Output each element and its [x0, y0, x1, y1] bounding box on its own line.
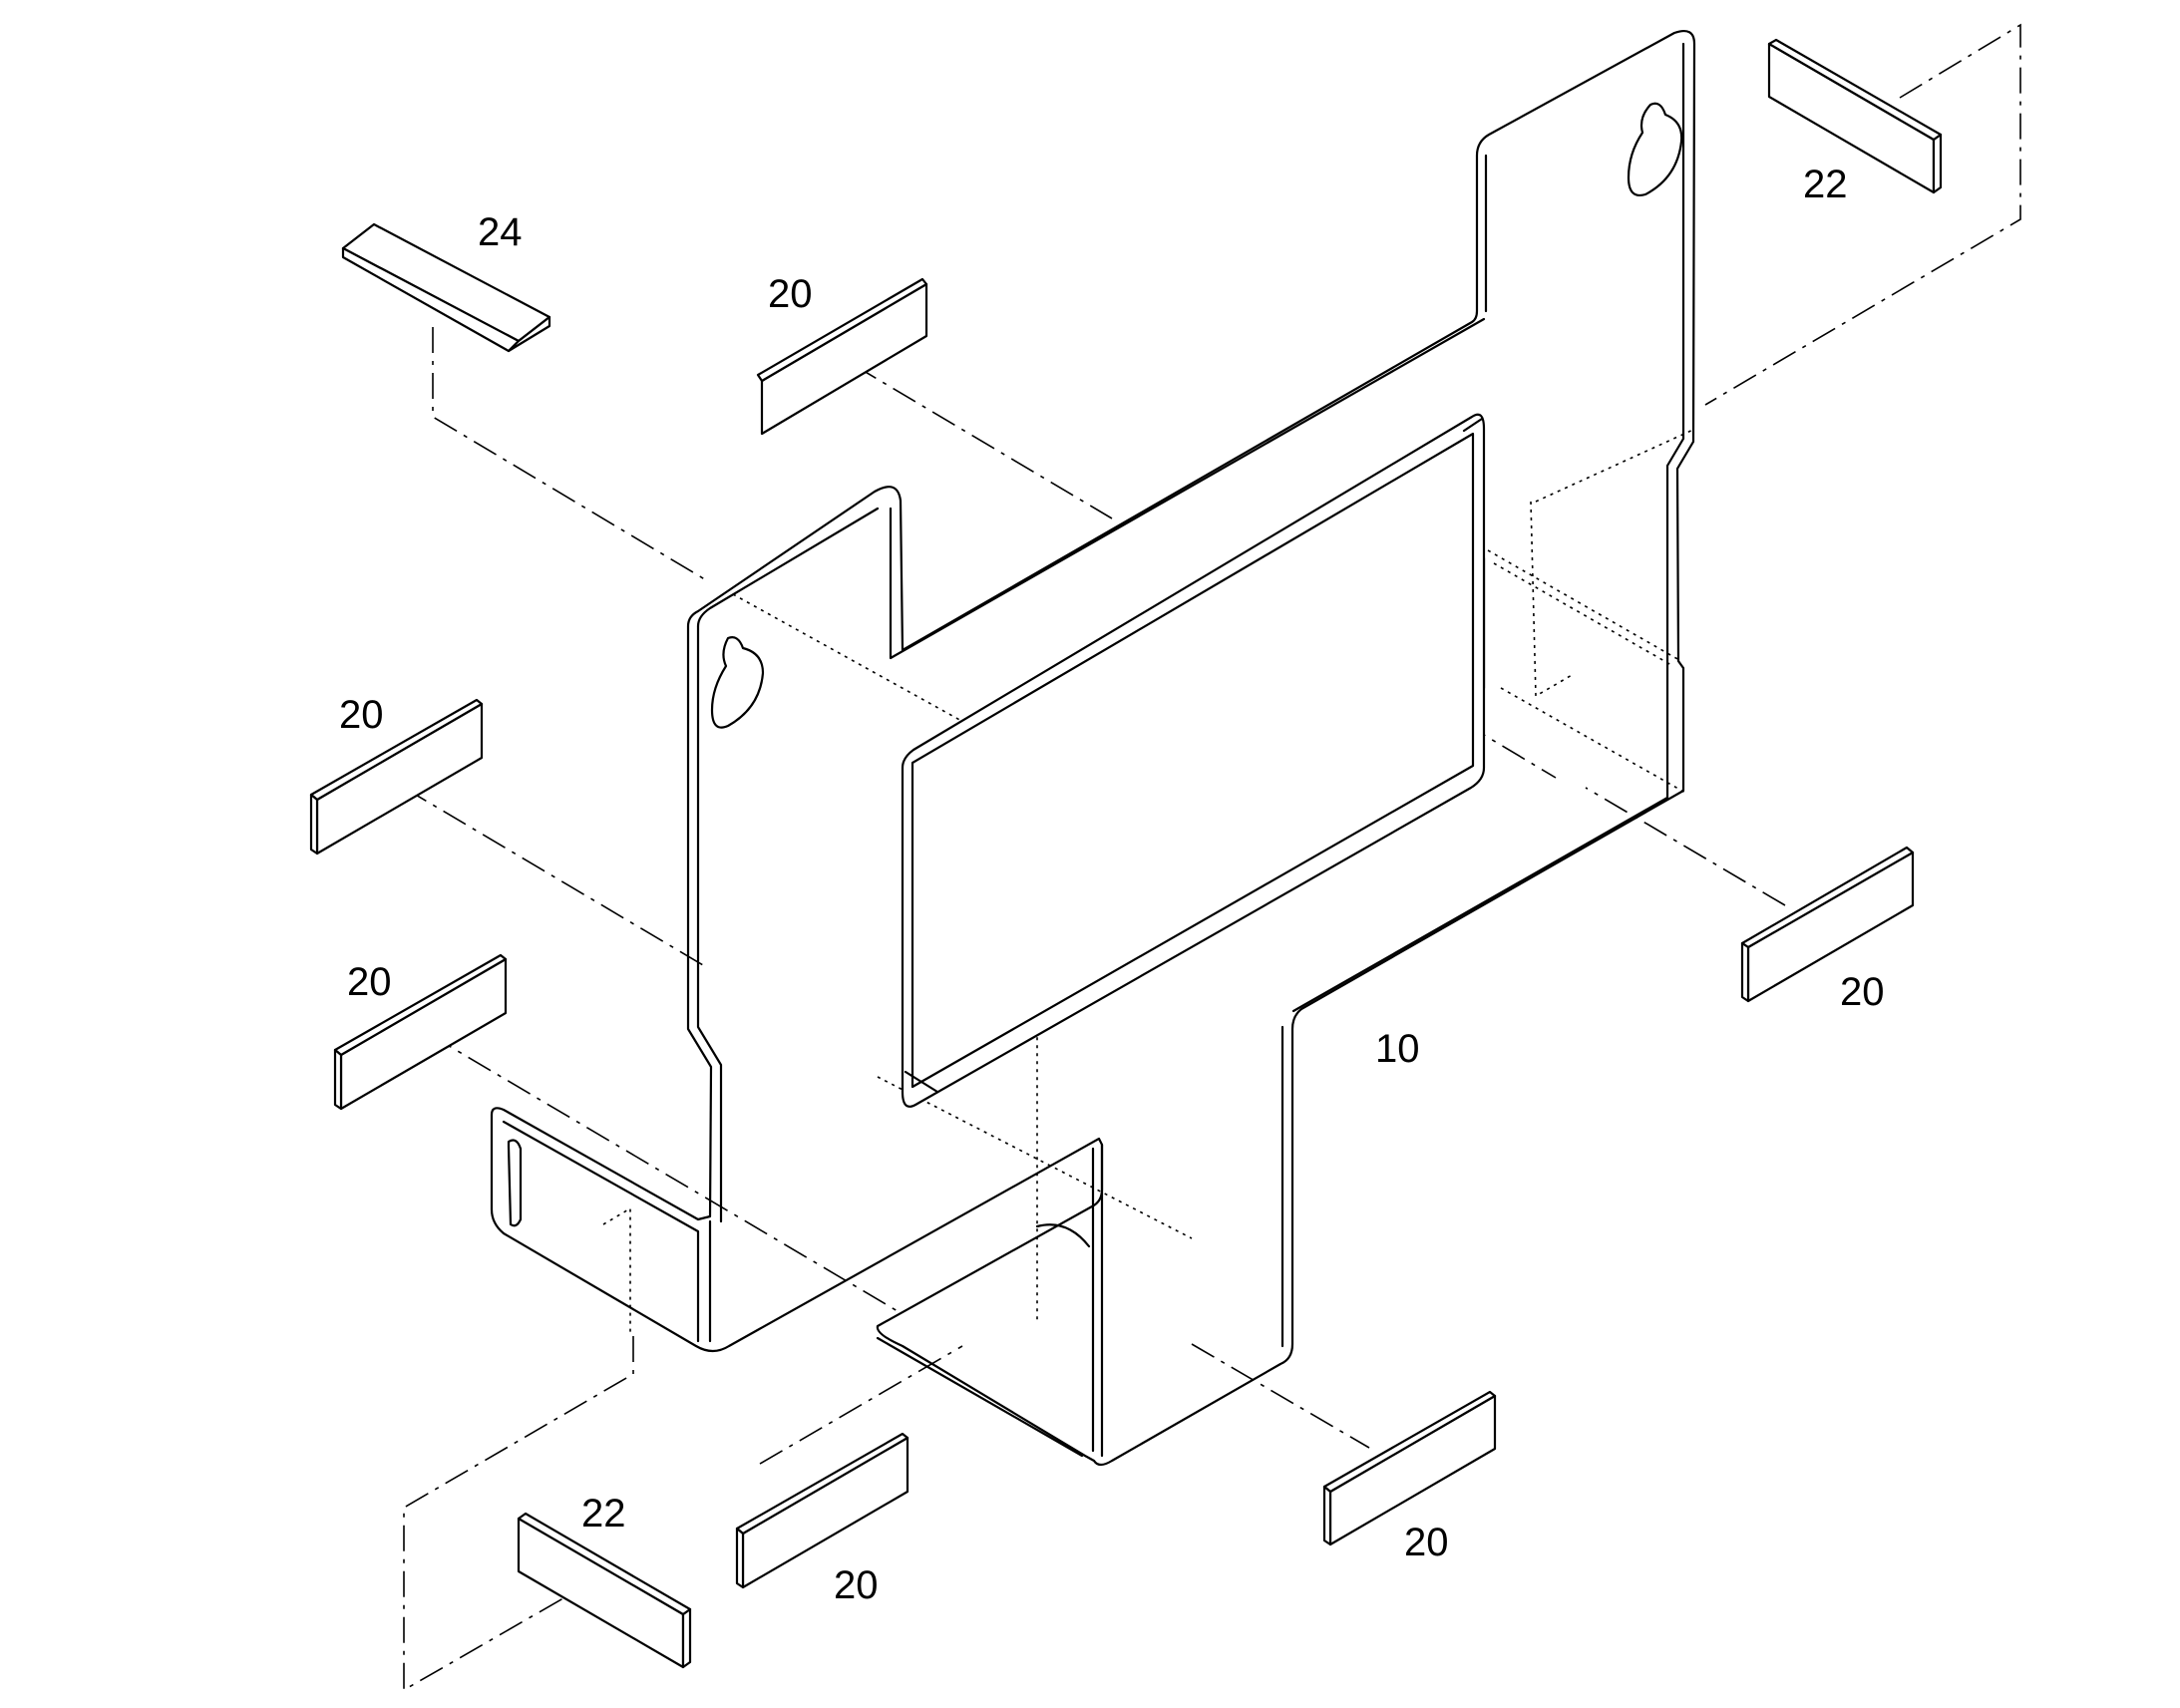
leader-pad-20-bottom-mid — [759, 1345, 963, 1465]
bracket-inner-edge-left — [696, 624, 723, 1223]
hidden-line-middle — [877, 1076, 1193, 1239]
pad-24-end — [507, 315, 551, 353]
label-pad-20-left-lower: 20 — [347, 960, 392, 1004]
label-pad-20-bottom-right: 20 — [1404, 1521, 1449, 1564]
pad-20-left-lower-end — [333, 1048, 343, 1111]
bracket-flange-bottom — [1035, 1143, 1104, 1458]
bracket-inner-edge-top-left — [696, 507, 880, 628]
hidden-line-right-slot-2 — [1493, 562, 1672, 666]
leader-pad-22-bottom — [403, 1336, 634, 1692]
keyhole-right — [1627, 102, 1683, 196]
bracket-inner-edge-right — [1291, 42, 1685, 1013]
hidden-line-lower-left — [602, 1206, 631, 1336]
pad-20-top-edge — [756, 277, 928, 383]
leader-pad-24 — [432, 327, 709, 582]
pad-20-right-end — [1740, 941, 1750, 1003]
pad-20-left-lower — [333, 953, 508, 1111]
pad-20-bottom-mid-end — [735, 1527, 745, 1589]
pad-22-top — [1767, 38, 1943, 194]
pad-20-bottom-right — [1322, 1390, 1497, 1546]
bracket-10 — [490, 29, 1696, 1467]
leader-pad-20-right — [1585, 787, 1786, 906]
pad-22-bottom-edge — [681, 1607, 692, 1669]
pad-20-bottom-mid — [735, 1432, 909, 1589]
label-pad-20-bottom-mid: 20 — [834, 1563, 879, 1607]
label-pad-22-bottom: 22 — [581, 1492, 626, 1536]
pad-22-bottom-lid — [517, 1512, 692, 1616]
bracket-flange-tab-front — [876, 1336, 1084, 1458]
keyhole-left — [710, 636, 765, 729]
pad-22-top-lid — [1767, 38, 1943, 142]
bracket-window-panel — [901, 413, 1486, 1108]
label-pad-20-left-upper: 20 — [339, 693, 384, 737]
hidden-line-back-tab — [1530, 428, 1696, 698]
pads — [309, 38, 1943, 1669]
hidden-line-right-slot-3 — [1500, 687, 1686, 794]
label-pad-20-right: 20 — [1840, 970, 1885, 1014]
leader-pad-20-left-upper — [403, 787, 704, 966]
hidden-line-right-slot-1 — [1487, 549, 1680, 661]
leader-pad-20-top — [853, 364, 1113, 519]
pad-20-right — [1740, 846, 1915, 1003]
label-pad-20-top: 20 — [768, 272, 813, 316]
pad-22-bottom — [517, 1512, 692, 1669]
pad-20-top — [756, 277, 928, 436]
label-pad-22-top: 22 — [1803, 163, 1848, 206]
pad-20-bottom-right-end — [1322, 1485, 1332, 1546]
pad-20-left-upper-end — [309, 793, 319, 855]
label-pad-24: 24 — [478, 210, 523, 254]
reference-labels: 24 20 22 20 20 20 10 22 20 20 — [339, 163, 1885, 1607]
hidden-lines — [602, 428, 1696, 1336]
pad-24 — [341, 222, 551, 353]
bracket-window-inner — [910, 432, 1475, 1089]
leader-pad-20-bottom-right — [1191, 1343, 1370, 1449]
leader-pad-20-left-lower — [428, 1033, 899, 1312]
bracket-flange-left — [502, 1120, 712, 1343]
pad-20-left-upper — [309, 698, 484, 855]
bracket-window-fold — [904, 417, 1484, 1094]
label-bracket-10: 10 — [1375, 1027, 1420, 1071]
leader-pad-22-top — [1704, 23, 2021, 406]
hidden-line-upper-left — [732, 593, 1038, 1321]
pad-22-top-edge — [1932, 133, 1943, 194]
bracket-inner-edge-top-notch — [889, 317, 1486, 660]
slot-lower-left — [507, 1139, 523, 1227]
bracket-outline — [490, 29, 1696, 1467]
